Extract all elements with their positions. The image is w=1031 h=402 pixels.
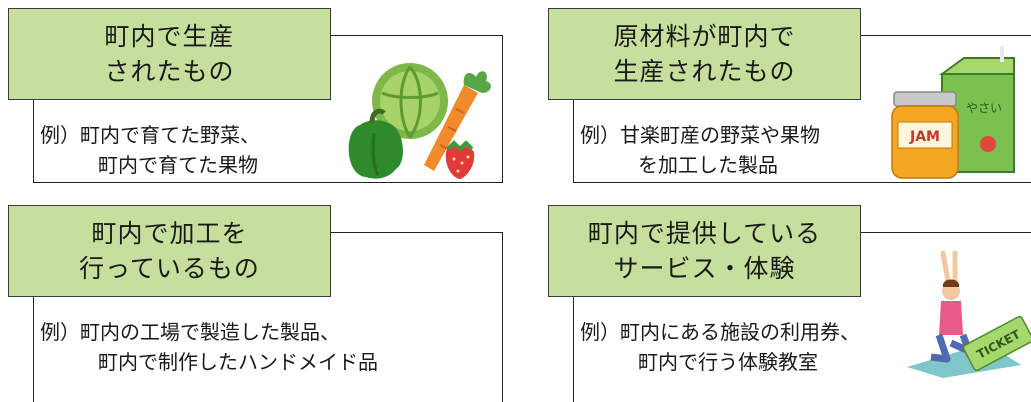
category-example: 例）町内で育てた野菜、 町内で育てた果物 <box>40 120 260 180</box>
jam-juice-icon: やさい JAM <box>891 46 1015 179</box>
example-line1: 甘楽町産の野菜や果物 <box>620 123 820 147</box>
category-title-line2: 行っているもの <box>79 254 260 283</box>
category-card-local-ingredients: 原材料が町内で 生産されたもの 例）甘楽町産の野菜や果物 を加工した製品 やさい… <box>548 8 1031 188</box>
category-title: 町内で加工を 行っているもの <box>8 205 331 297</box>
example-line2: を加工した製品 <box>638 153 778 177</box>
category-card-locally-produced: 町内で生産 されたもの 例）町内で育てた野菜、 町内で育てた果物 <box>8 8 508 188</box>
category-title-line1: 原材料が町内で <box>613 22 796 51</box>
example-prefix: 例） <box>580 320 620 344</box>
category-example: 例）町内にある施設の利用券、 町内で行う体験教室 <box>580 317 860 377</box>
category-title-line1: 町内で提供している <box>587 219 822 248</box>
category-example: 例）甘楽町産の野菜や果物 を加工した製品 <box>580 120 820 180</box>
example-prefix: 例） <box>40 123 80 147</box>
category-title: 町内で提供している サービス・体験 <box>548 205 861 297</box>
example-prefix: 例） <box>580 123 620 147</box>
example-line2: 町内で育てた果物 <box>98 153 258 177</box>
vegetables-icon <box>348 63 491 179</box>
example-line2: 町内で行う体験教室 <box>638 350 818 374</box>
example-line2: 町内で制作したハンドメイド品 <box>98 350 378 374</box>
category-card-local-services: 町内で提供している サービス・体験 例）町内にある施設の利用券、 町内で行う体験… <box>548 205 1031 402</box>
category-title-line2: サービス・体験 <box>613 254 796 283</box>
juice-box-label: やさい <box>966 101 1002 115</box>
example-prefix: 例） <box>40 320 80 344</box>
category-title-line1: 町内で生産 <box>104 22 235 51</box>
category-title: 原材料が町内で 生産されたもの <box>548 8 861 100</box>
category-example: 例）町内の工場で製造した製品、 町内で制作したハンドメイド品 <box>40 317 378 377</box>
category-card-locally-processed: 町内で加工を 行っているもの 例）町内の工場で製造した製品、 町内で制作したハン… <box>8 205 508 402</box>
example-line1: 町内の工場で製造した製品、 <box>80 320 340 344</box>
example-line1: 町内で育てた野菜、 <box>80 123 260 147</box>
category-title: 町内で生産 されたもの <box>8 8 331 100</box>
category-title-line1: 町内で加工を <box>91 219 248 248</box>
example-line1: 町内にある施設の利用券、 <box>620 320 860 344</box>
category-title-line2: されたもの <box>104 57 235 86</box>
yoga-ticket-icon: TICKET <box>907 250 1031 378</box>
category-title-line2: 生産されたもの <box>613 57 796 86</box>
jam-jar-label: JAM <box>909 129 940 145</box>
